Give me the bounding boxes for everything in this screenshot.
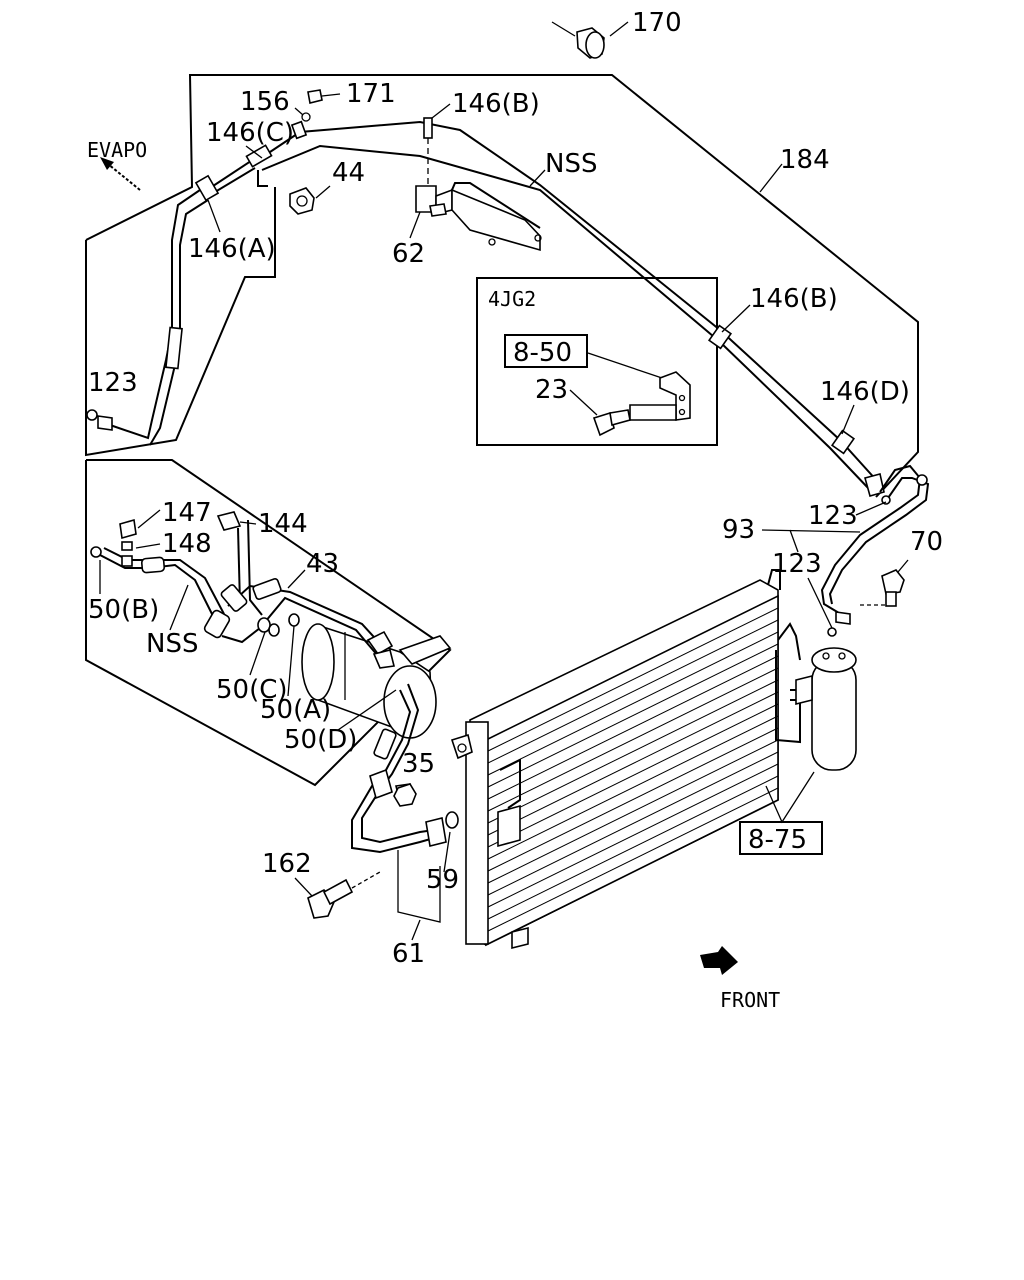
pipe-upper-suction	[86, 117, 885, 497]
label-50d: 50(D)	[284, 725, 357, 755]
label-146a: 146(A)	[188, 234, 276, 264]
label-50a: 50(A)	[260, 695, 331, 725]
bracket-61-leader	[397, 850, 441, 923]
label-146c: 146(C)	[206, 118, 294, 148]
bracket-62-icon	[415, 182, 542, 252]
label-93: 93	[722, 515, 755, 545]
inset-title: 4JG2	[488, 287, 536, 311]
label-146b-mid: 146(B)	[750, 284, 838, 314]
nut-35-icon	[393, 783, 417, 807]
label-144: 144	[258, 509, 308, 539]
condenser-icon	[450, 569, 801, 950]
seal-rings-50-icon	[257, 613, 300, 637]
label-147: 147	[162, 498, 212, 528]
label-162: 162	[262, 849, 312, 879]
label-146d: 146(D)	[820, 377, 910, 407]
label-62: 62	[392, 239, 425, 269]
clip-44-icon	[257, 170, 331, 215]
label-nss-bottom: NSS	[146, 629, 198, 659]
label-59: 59	[426, 865, 459, 895]
label-8-75: 8-75	[748, 825, 807, 855]
label-156: 156	[240, 87, 290, 117]
ref-box-8-75	[739, 821, 823, 855]
group-outline-upper	[85, 74, 919, 498]
evapo-arrow-icon	[100, 157, 141, 191]
label-148: 148	[162, 529, 212, 559]
label-123-left: 123	[88, 368, 138, 398]
bolt-23-icon	[592, 409, 631, 437]
label-184: 184	[780, 145, 830, 175]
inset-4jg2: 4JG2 8-50 23	[476, 277, 718, 446]
label-50b: 50(B)	[88, 595, 159, 625]
grommet-170-icon	[551, 21, 629, 59]
label-44: 44	[332, 158, 365, 188]
label-170: 170	[632, 8, 682, 38]
label-171: 171	[346, 79, 396, 109]
label-35: 35	[402, 749, 435, 779]
label-23: 23	[535, 375, 568, 405]
label-61: 61	[392, 939, 425, 969]
compressor-icon	[301, 623, 452, 739]
bolt-70-icon	[881, 559, 909, 607]
label-nss-top: NSS	[545, 149, 597, 179]
front-arrow-icon	[700, 946, 738, 975]
label-123-right-top: 123	[808, 501, 858, 531]
label-evapo: EVAPO	[87, 138, 147, 162]
fitting-156-171-icon	[294, 89, 341, 122]
label-70: 70	[910, 527, 943, 557]
ref-box-8-50	[504, 334, 588, 368]
label-front: FRONT	[720, 988, 780, 1012]
label-146b-top: 146(B)	[452, 89, 540, 119]
receiver-drier-icon	[790, 647, 857, 771]
label-8-50: 8-50	[513, 338, 572, 368]
label-43: 43	[306, 549, 339, 579]
bolt-162-icon	[307, 871, 381, 919]
label-50c: 50(C)	[216, 675, 288, 705]
hose-suction-43	[90, 511, 395, 669]
